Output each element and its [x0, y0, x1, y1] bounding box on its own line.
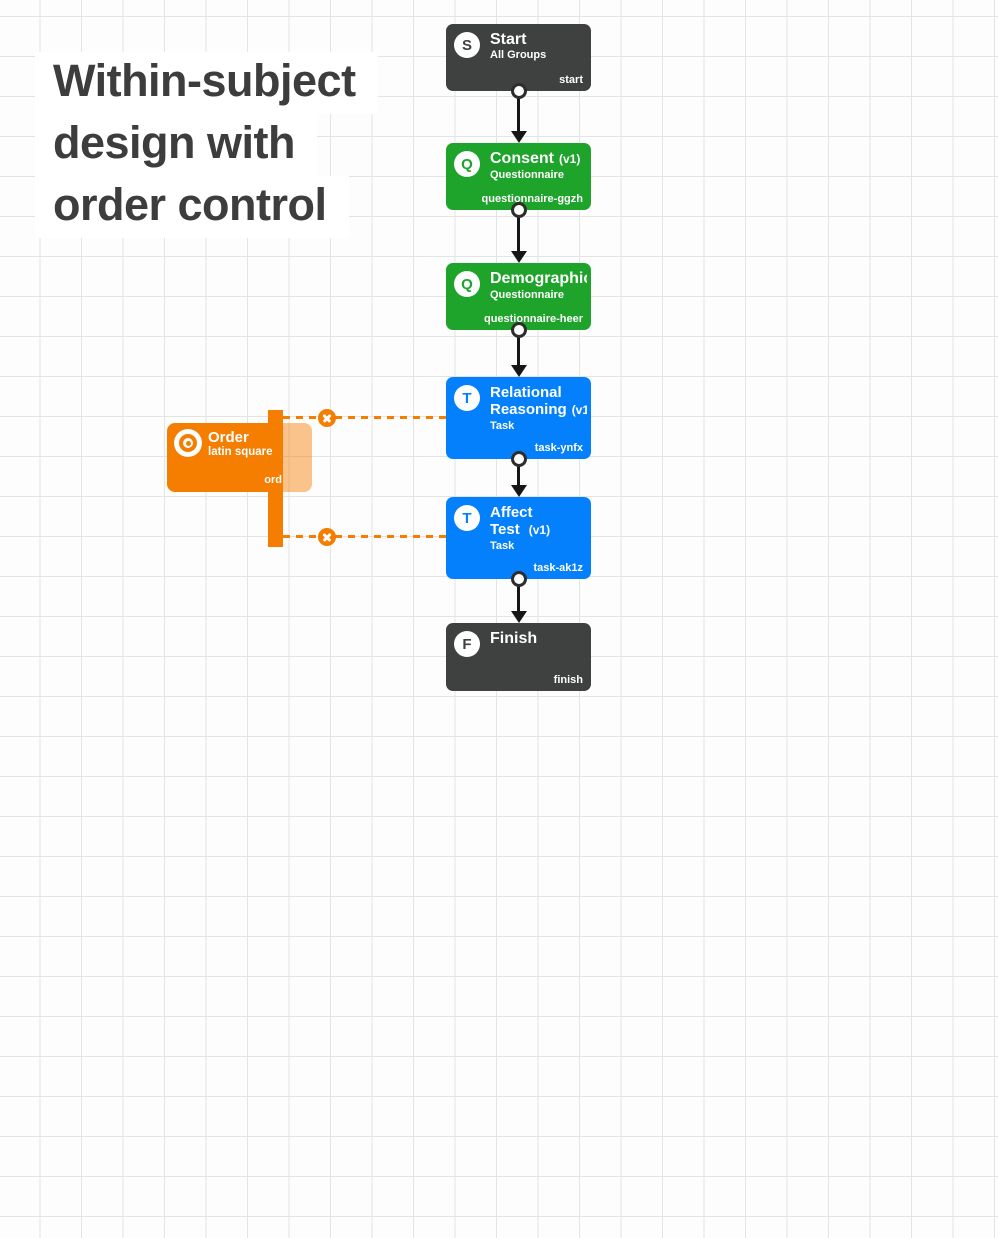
- questionnaire-icon: Q: [454, 271, 480, 297]
- flow-edge: [517, 217, 520, 251]
- node-title-line: Reasoning: [490, 401, 567, 418]
- caption-line-2: design with: [35, 114, 317, 176]
- node-title: Demographics: [490, 270, 587, 287]
- node-version: (v1): [571, 403, 587, 417]
- node-title: Finish: [490, 630, 538, 647]
- order-connection-line-top[interactable]: [283, 416, 446, 419]
- caption-line-3: order control: [35, 176, 349, 238]
- node-subtitle: Questionnaire: [490, 289, 564, 301]
- arrow-head-icon: [511, 251, 527, 263]
- node-version: (v1): [559, 152, 581, 166]
- node-title-line: Relational: [490, 384, 562, 401]
- connector-port-relational-reasoning[interactable]: [511, 451, 527, 467]
- flow-node-start[interactable]: S Start All Groups start: [446, 24, 591, 91]
- node-code: task-ak1z: [533, 562, 583, 574]
- order-connection-line-bottom[interactable]: [283, 535, 446, 538]
- node-title: Start: [490, 31, 527, 48]
- remove-connection-icon-bottom[interactable]: [318, 528, 336, 546]
- flow-edge: [517, 586, 520, 611]
- node-subtitle: All Groups: [490, 49, 547, 61]
- node-version: (v1): [528, 523, 551, 537]
- order-node-subtitle: latin square: [208, 446, 273, 458]
- task-icon: T: [454, 505, 480, 531]
- node-subtitle: Questionnaire: [490, 169, 564, 181]
- arrow-head-icon: [511, 365, 527, 377]
- remove-connection-icon-top[interactable]: [318, 409, 336, 427]
- node-title-line: Test: [490, 521, 520, 538]
- canvas-caption: Within-subject design with order control: [35, 52, 378, 238]
- node-code: task-ynfx: [534, 442, 583, 454]
- connector-port-start[interactable]: [511, 83, 527, 99]
- order-node[interactable]: Order latin square ord: [167, 423, 283, 492]
- flow-edge: [517, 98, 520, 131]
- task-icon: T: [454, 385, 480, 411]
- flow-node-affect-test[interactable]: T Affect Test (v1) Task task-ak1z: [446, 497, 591, 579]
- connector-port-demographics[interactable]: [511, 322, 527, 338]
- order-node-code: ord: [264, 474, 282, 486]
- order-node-ghost: [283, 423, 312, 492]
- node-code: questionnaire-ggzh: [481, 193, 583, 205]
- flow-node-consent[interactable]: Q Consent (v1) Questionnaire questionnair…: [446, 143, 591, 210]
- flow-edge: [517, 466, 520, 485]
- connector-port-consent[interactable]: [511, 202, 527, 218]
- node-title-line: Affect: [490, 504, 533, 521]
- arrow-head-icon: [511, 131, 527, 143]
- arrow-head-icon: [511, 485, 527, 497]
- flow-node-finish[interactable]: F Finish finish: [446, 623, 591, 691]
- node-code: questionnaire-heer: [483, 313, 583, 325]
- flow-node-relational-reasoning[interactable]: T Relational Reasoning (v1) Task task-ynf…: [446, 377, 591, 459]
- order-ring-icon: [174, 429, 202, 457]
- questionnaire-icon: Q: [454, 151, 480, 177]
- node-code: start: [559, 74, 583, 86]
- node-title: Consent: [490, 150, 554, 167]
- connector-port-affect-test[interactable]: [511, 571, 527, 587]
- flow-edge: [517, 337, 520, 365]
- flow-node-demographics[interactable]: Q Demographics(v1) Questionnaire questio…: [446, 263, 591, 330]
- finish-node-icon: F: [454, 631, 480, 657]
- start-node-icon: S: [454, 32, 480, 58]
- node-subtitle: Task: [490, 420, 515, 432]
- arrow-head-icon: [511, 611, 527, 623]
- node-code: finish: [553, 674, 583, 686]
- node-subtitle: Task: [490, 540, 515, 552]
- caption-line-1: Within-subject: [35, 52, 378, 114]
- order-node-title: Order: [208, 429, 249, 446]
